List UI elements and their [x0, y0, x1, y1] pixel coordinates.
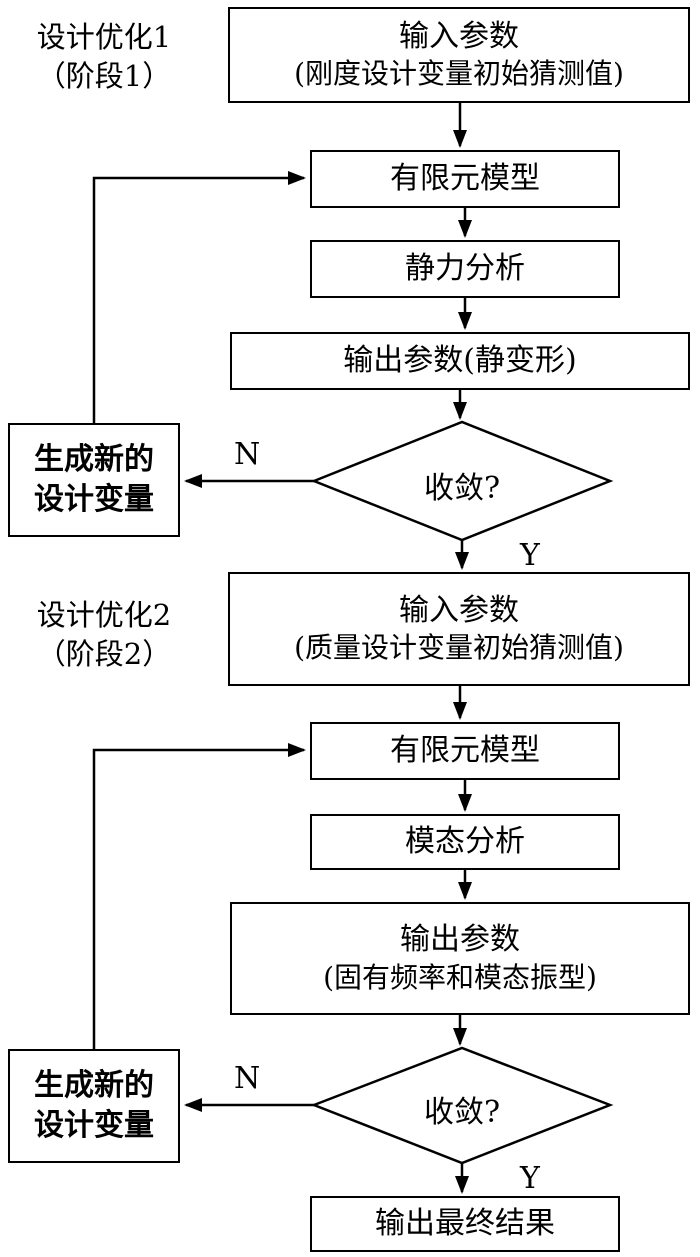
node-static-analysis: 静力分析 [310, 240, 620, 298]
node-modal-analysis: 模态分析 [310, 814, 620, 870]
node-input-params-2-line1: 输入参数 [399, 592, 519, 628]
node-fem-model-2-label: 有限元模型 [390, 733, 540, 769]
node-new-design-vars-2: 生成新的 设计变量 [8, 1049, 180, 1163]
decision-converge-1-label: 收敛? [423, 471, 501, 506]
node-modal-analysis-label: 模态分析 [405, 824, 525, 860]
node-new-design-vars-1: 生成新的 设计变量 [8, 423, 180, 537]
node-new-design-vars-2-line2: 设计变量 [34, 1108, 154, 1143]
node-fem-model-2: 有限元模型 [310, 722, 620, 780]
arrow-newvars1-fem1-loop [92, 171, 306, 423]
branch-yes-2: Y [520, 1161, 540, 1196]
node-output-params-1-label: 输出参数(静变形) [343, 343, 577, 379]
decision-converge-2-label: 收敛? [423, 1095, 501, 1130]
branch-no-1: N [234, 437, 261, 472]
node-final-output-label: 输出最终结果 [375, 1206, 555, 1242]
node-output-params-1: 输出参数(静变形) [230, 332, 690, 390]
node-output-params-2-line1: 输出参数 [400, 922, 520, 958]
stage1-label-line2: （阶段1） [36, 59, 172, 94]
node-input-params-1: 输入参数 (刚度设计变量初始猜测值) [228, 7, 690, 103]
branch-yes-1: Y [520, 538, 540, 573]
node-input-params-1-line1: 输入参数 [399, 18, 519, 54]
decision-diamond-2 [310, 1046, 614, 1165]
node-input-params-2: 输入参数 (质量设计变量初始猜测值) [228, 572, 690, 686]
stage2-label-line2: （阶段2） [36, 637, 172, 672]
node-new-design-vars-1-line2: 设计变量 [34, 482, 154, 517]
stage2-label: 设计优化2 （阶段2） [8, 596, 200, 674]
node-input-params-1-line2: (刚度设计变量初始猜测值) [294, 57, 624, 91]
node-fem-model-1: 有限元模型 [310, 150, 620, 208]
node-new-design-vars-1-line1: 生成新的 [34, 442, 154, 478]
arrow-newvars2-fem2-loop [92, 743, 306, 1049]
stage1-label: 设计优化1 （阶段1） [8, 18, 200, 96]
node-final-output: 输出最终结果 [310, 1196, 620, 1252]
node-input-params-2-line2: (质量设计变量初始猜测值) [294, 631, 624, 665]
node-static-analysis-label: 静力分析 [405, 251, 525, 287]
node-output-params-2: 输出参数 (固有频率和模态振型) [230, 902, 690, 1015]
node-new-design-vars-2-line1: 生成新的 [34, 1068, 154, 1104]
stage1-label-line1: 设计优化1 [36, 20, 172, 54]
stage2-label-line1: 设计优化2 [36, 598, 172, 632]
decision-diamond-1 [310, 420, 614, 542]
branch-no-2: N [234, 1061, 261, 1096]
node-fem-model-1-label: 有限元模型 [390, 161, 540, 197]
node-output-params-2-line2: (固有频率和模态振型) [323, 960, 597, 994]
